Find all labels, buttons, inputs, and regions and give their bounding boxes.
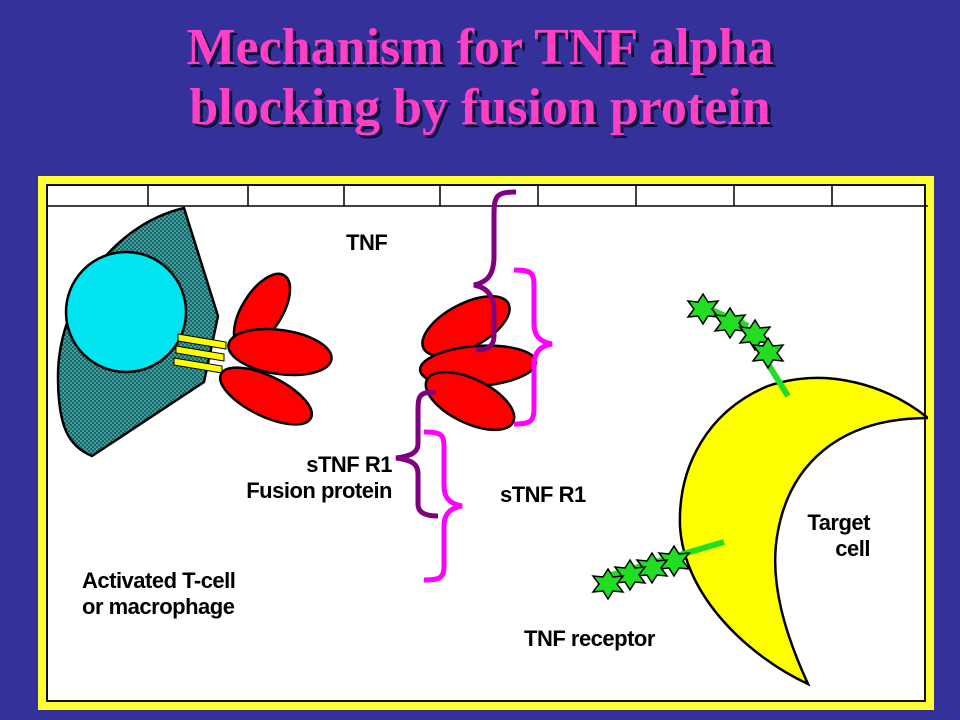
activated-cell-label: Activated T-cell or macrophage (82, 568, 236, 620)
target-cell-label: Target cell (778, 510, 870, 562)
membrane-anchor (173, 333, 227, 374)
cell-nucleus (64, 250, 188, 374)
activated-cell-label-line-2: or macrophage (82, 594, 235, 619)
membrane-tnf-trimer (218, 272, 333, 426)
tnf-label: TNF (346, 230, 388, 255)
tnf-receptor-lower (591, 539, 725, 601)
fusion-protein-brace-top (473, 189, 517, 353)
stnfr1-label: sTNF R1 (500, 482, 586, 507)
title-line-2: blocking by fusion protein (189, 79, 771, 136)
activated-cell-label-line-1: Activated T-cell (82, 568, 236, 593)
stnfr1-brace-top (513, 267, 553, 427)
tnf-receptor-upper (686, 292, 791, 398)
fusion-protein-label-line-1: sTNF R1 (306, 452, 392, 477)
mechanism-diagram (48, 186, 928, 687)
diagram-frame: TNF sTNF R1 Fusion protein sTNF R1 Activ… (38, 176, 934, 710)
title-line-1: Mechanism for TNF alpha (186, 19, 774, 76)
target-cell-label-line-1: Target (807, 510, 870, 535)
soluble-tnf-trimer (418, 294, 538, 432)
stnfr1-brace-bottom (423, 429, 463, 583)
diagram-canvas: TNF sTNF R1 Fusion protein sTNF R1 Activ… (46, 184, 928, 702)
target-cell (678, 376, 928, 687)
fusion-protein-label: sTNF R1 Fusion protein (216, 452, 392, 504)
grid-strip (48, 186, 928, 207)
fusion-protein-brace-bottom (395, 389, 439, 519)
fusion-protein-label-line-2: Fusion protein (246, 478, 392, 503)
target-cell-label-line-2: cell (835, 536, 870, 561)
slide-title: Mechanism for TNF alpha blocking by fusi… (0, 18, 960, 138)
tnf-receptor-label: TNF receptor (524, 626, 655, 651)
